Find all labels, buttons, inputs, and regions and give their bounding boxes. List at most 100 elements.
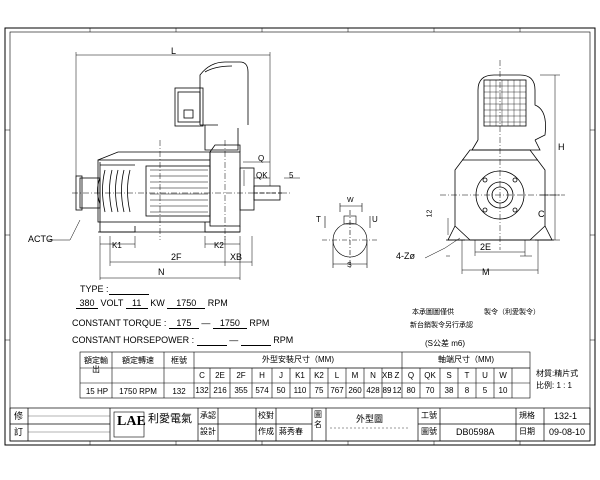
shaft-val-4: 5 — [482, 386, 488, 395]
mount-val-5: 110 — [293, 386, 307, 395]
mount-col-header-6: K2 — [314, 371, 324, 380]
mount-val-11: 12 — [392, 386, 402, 395]
shaft-col-header-5: W — [499, 371, 507, 380]
shaft-section-view — [322, 203, 378, 268]
author-label: 作成 — [258, 427, 274, 436]
logo-text: LAE — [117, 414, 146, 429]
company-logo — [113, 411, 145, 438]
motor-front-view — [440, 60, 565, 250]
header-shaft-dims: 軸端尺寸（MM) — [438, 355, 494, 364]
row-frame: 132 — [172, 387, 186, 396]
note-line-3: 新台銷製令另行承認 — [410, 322, 473, 329]
shaft-col-header-0: Q — [407, 371, 415, 380]
dim-K1: K1 — [112, 241, 122, 250]
mount-col-header-10: XB — [382, 371, 393, 380]
mount-val-7: 767 — [330, 386, 344, 395]
mount-col-header-5: K1 — [295, 371, 305, 380]
dim-XB: XB — [230, 252, 243, 262]
rating-line: 380 VOLT 11 KW 1750 RPM — [76, 299, 228, 309]
dwg-no-label: 圖號 — [421, 427, 437, 436]
mount-col-header-1: 2E — [215, 371, 225, 380]
spec-label: 規格 — [519, 411, 535, 420]
company-name: 利愛電氣 — [148, 413, 192, 425]
title-block-grid — [9, 407, 591, 442]
shaft-val-3: 8 — [464, 386, 470, 395]
dim-QK: QK — [256, 171, 268, 180]
mount-val-9: 428 — [366, 386, 380, 395]
note-line-2: 製令（利愛製令） — [484, 309, 540, 316]
dim-C: C — [538, 209, 545, 219]
mount-val-1: 216 — [213, 386, 227, 395]
constant-torque-line: CONSTANT TORQUE : 175 — 1750 RPM — [72, 318, 270, 329]
shaft-col-header-1: QK — [424, 371, 436, 380]
dim-S: S — [347, 262, 352, 269]
author-name: 蔣秀春 — [279, 427, 303, 436]
constant-horsepower-line: CONSTANT HORSEPOWER : — RPM — [72, 335, 294, 346]
dim-M: M — [482, 267, 490, 277]
approve-label: 承認 — [200, 411, 216, 420]
dim-W: W — [347, 197, 354, 204]
mount-val-0: 132 — [195, 386, 209, 395]
dim-U: U — [372, 215, 378, 224]
date-value: 09-08-10 — [549, 427, 586, 437]
dwg-no-value: DB0598A — [456, 427, 495, 437]
dim-4-Z: 4-Zø — [396, 251, 415, 261]
header-frame: 框號 — [171, 356, 187, 365]
dim-2E: 2E — [480, 242, 492, 252]
scale-note: 比例: 1 : 1 — [536, 381, 573, 390]
mount-col-header-9: N — [370, 371, 376, 380]
mount-val-3: 574 — [255, 386, 269, 395]
spec-value: 132-1 — [554, 411, 578, 421]
dim-K2: K2 — [214, 241, 224, 250]
check-label: 校對 — [258, 411, 274, 420]
header-rated-output: 額定輸出 — [84, 356, 108, 374]
drawing-name-label: 圖名 — [314, 410, 322, 429]
motor-side-view — [72, 61, 290, 240]
dim-N: N — [158, 267, 165, 277]
dim-T: T — [316, 215, 321, 224]
mount-val-2: 355 — [234, 386, 248, 395]
job-label: 工號 — [421, 411, 437, 420]
dim-L: L — [171, 46, 177, 56]
dim-12: 12 — [426, 209, 434, 218]
shaft-col-header-3: T — [464, 371, 470, 380]
mount-col-header-3: H — [259, 371, 265, 380]
shaft-val-2: 38 — [444, 386, 454, 395]
material-note: 材質:精片式 — [536, 369, 579, 378]
front-dimensions — [424, 74, 560, 274]
shaft-val-5: 10 — [498, 386, 508, 395]
dim-H: H — [558, 142, 565, 152]
dim-Q: Q — [258, 154, 265, 163]
spec-table-grid — [79, 351, 531, 399]
dim-2F: 2F — [171, 252, 182, 262]
drawing-name: 外型圖 — [356, 414, 384, 424]
tolerance-note: (S公差 m6) — [425, 339, 465, 348]
revision-label-2: 訂 — [14, 427, 24, 437]
design-label: 設計 — [200, 427, 216, 436]
mount-col-header-7: L — [334, 371, 340, 380]
mount-col-header-0: C — [199, 371, 205, 380]
mount-val-6: 75 — [314, 386, 324, 395]
mount-val-8: 260 — [348, 386, 362, 395]
revision-label-1: 修 — [14, 411, 24, 421]
side-dimensions — [48, 52, 300, 280]
row-output: 15 HP — [85, 387, 109, 396]
shaft-col-header-4: U — [482, 371, 488, 380]
mount-val-10: 89 — [382, 386, 392, 395]
mount-col-header-4: J — [279, 371, 283, 380]
shaft-val-1: 70 — [425, 386, 435, 395]
shaft-val-0: 80 — [406, 386, 416, 395]
type-label: TYPE : — [80, 285, 149, 295]
note-line-1: 本承圖圖僅供 — [412, 309, 454, 316]
mount-col-header-2: 2F — [236, 371, 246, 380]
dim-ACTG: ACTG — [28, 234, 54, 244]
date-label: 日期 — [519, 427, 535, 436]
shaft-col-header-2: S — [446, 371, 452, 380]
mount-val-4: 50 — [276, 386, 286, 395]
header-rated-speed: 額定轉速 — [122, 356, 154, 365]
dim-5: 5 — [289, 171, 294, 180]
mount-col-header-8: M — [351, 371, 359, 380]
mount-col-header-11: Z — [394, 371, 400, 380]
